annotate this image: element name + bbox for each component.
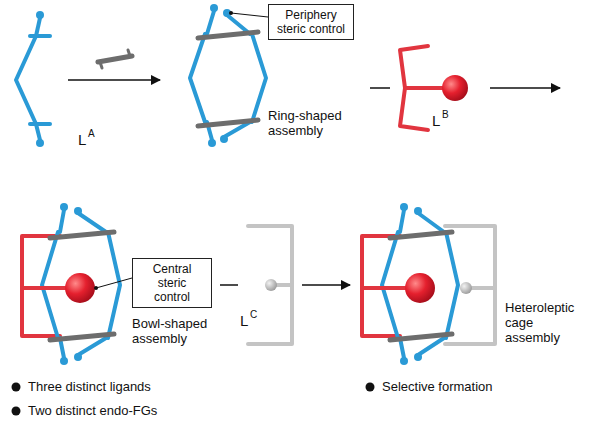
ligand-stem: [276, 283, 292, 287]
ligand-symbol: L: [432, 112, 440, 129]
ligand-stem: [418, 213, 444, 232]
ligand-backbone: [252, 34, 266, 122]
central-group-ball: [442, 75, 468, 101]
endo-group-ball: [74, 353, 82, 361]
ligand-symbol: L: [78, 131, 86, 148]
endo-group-ball: [36, 11, 44, 19]
ligand-stem: [418, 338, 444, 355]
central-group-ball: [65, 273, 95, 303]
ligand-superscript: B: [442, 109, 449, 121]
metal-tick: [100, 62, 102, 68]
ligand-stem: [207, 11, 214, 34]
callout-box: Central steric control: [132, 258, 212, 308]
endo-group-ball: [208, 139, 216, 147]
ligand-arm: [30, 122, 50, 126]
bullet-note: Two distinct endo-FGs: [28, 403, 157, 418]
ligand-backbone: [190, 34, 205, 122]
ligand-c: [248, 226, 292, 344]
callout-box: Periphery steric control: [268, 4, 354, 40]
assembly-label: Ring-shaped assembly: [268, 108, 352, 138]
bullet-dot: [12, 407, 21, 416]
ligand-stem: [36, 124, 40, 140]
endo-group-ball: [414, 207, 422, 215]
endo-group-ball: [210, 4, 218, 12]
metal-bar: [198, 32, 258, 38]
endo-group-ball: [60, 203, 68, 211]
reaction-arrow: [302, 284, 350, 286]
ring-in-bowl: [42, 210, 120, 358]
endo-group-ball: [60, 357, 68, 365]
leader-line: [96, 278, 132, 288]
metal-bar: [390, 232, 452, 238]
assembly-label: Heteroleptic cage assembly: [505, 300, 591, 345]
callout-text: Periphery steric control: [274, 8, 348, 36]
ligand-backbone: [248, 226, 292, 344]
metal-bar: [50, 232, 114, 238]
metal-linker: [98, 50, 132, 68]
metal-bar: [198, 120, 258, 126]
ligand-backbone: [16, 36, 36, 124]
endo-group-ball: [220, 135, 228, 143]
arrow-tail: [220, 284, 238, 286]
ligand-backbone: [382, 232, 398, 338]
leader-line: [231, 13, 268, 17]
assembly-label: Bowl-shaped assembly: [132, 316, 216, 346]
metal-bar: [50, 334, 114, 340]
arrow-tail: [370, 87, 390, 89]
ring-in-cage: [382, 210, 458, 358]
ring-assembly: [190, 11, 266, 140]
ligand-backbone: [446, 232, 458, 338]
bullet-note: Three distinct ligands: [28, 379, 151, 394]
metal-bar: [98, 56, 132, 62]
ligand-stem: [36, 18, 40, 36]
endo-group-ball: [36, 139, 44, 147]
ligand-stem: [22, 286, 68, 290]
callout-text: Central steric control: [138, 262, 206, 304]
metal-bar: [390, 334, 452, 340]
ligand-stem: [78, 213, 106, 232]
central-group-ball: [405, 273, 435, 303]
ligand-stem: [362, 286, 408, 290]
endo-group-ball: [400, 203, 408, 211]
reaction-arrow: [68, 79, 160, 81]
reaction-arrow: [490, 87, 560, 89]
ligand-b: [400, 46, 445, 130]
endo-group-ball: [74, 207, 82, 215]
central-group-ball: [460, 282, 472, 294]
central-group-ball: [265, 279, 277, 291]
bullet-dot: [12, 383, 21, 392]
ligand-stem: [78, 338, 106, 355]
ligand-arm: [30, 34, 50, 38]
bullet-note: Selective formation: [382, 379, 493, 394]
ligand-backbone: [108, 232, 120, 338]
ligand-c-half: [445, 226, 495, 344]
ligand-backbone: [42, 232, 58, 338]
endo-group-ball: [400, 357, 408, 365]
metal-tick: [128, 50, 130, 56]
ligand-symbol: L: [240, 312, 248, 329]
ligand-superscript: A: [88, 128, 95, 140]
ligand-stem: [60, 210, 64, 232]
ligand-stem: [400, 210, 404, 232]
endo-group-ball: [414, 353, 422, 361]
ligand-a: [16, 18, 50, 140]
ligand-superscript: C: [250, 309, 257, 321]
ligand-stem: [405, 86, 445, 90]
ligand-stem: [472, 286, 495, 290]
metal-bars: [198, 32, 258, 126]
bullet-dot: [366, 383, 375, 392]
